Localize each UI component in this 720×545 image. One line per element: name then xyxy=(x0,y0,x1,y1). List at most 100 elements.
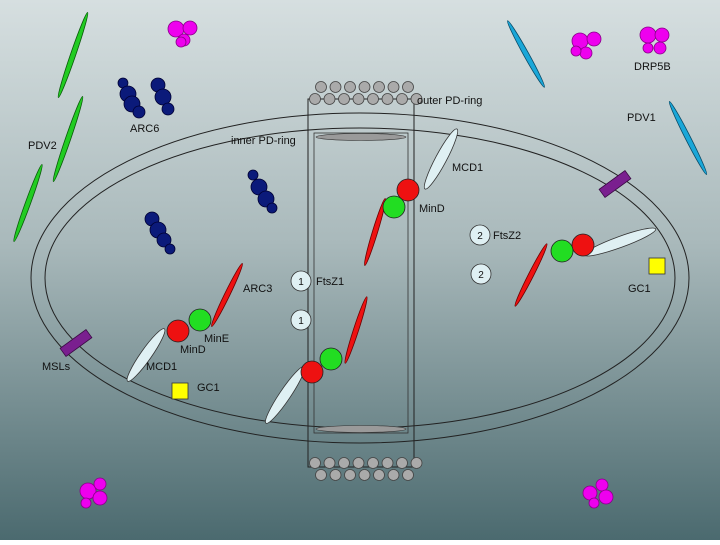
ftsz-filament-bottom xyxy=(344,296,368,364)
pd-ring-bead xyxy=(344,81,356,93)
division-site-column xyxy=(307,81,423,481)
pd-ring-bead xyxy=(323,457,336,469)
mind-red-right xyxy=(571,233,595,257)
pd-ring-bead xyxy=(309,457,321,469)
mind-green-bottom xyxy=(319,347,343,371)
ftsz-markers xyxy=(290,224,492,331)
label-gc1-right: GC1 xyxy=(628,283,651,295)
inner-pd-ring-bottom xyxy=(315,425,407,433)
pd-ring-bead xyxy=(402,469,414,481)
mcd1-left xyxy=(126,328,166,382)
pd-ring-bead xyxy=(373,81,385,93)
marker-number: 2 xyxy=(478,270,484,281)
pd-ring-bead xyxy=(396,93,408,105)
drp5b-cluster-top-right xyxy=(639,26,670,55)
drp5b-cluster-top-mid xyxy=(570,31,602,60)
pd-ring-bead xyxy=(410,93,423,105)
inner-pd-ring-top xyxy=(315,133,407,141)
pd-ring-bead xyxy=(387,469,400,481)
ftsz2-marker-b xyxy=(470,263,492,285)
pd-ring-bead xyxy=(323,93,336,105)
pd-ring-bead xyxy=(315,81,327,93)
arc6-cluster-center xyxy=(247,169,278,214)
label-mind-left: MinD xyxy=(180,344,206,356)
arc6-cluster-right xyxy=(150,77,175,116)
label-drp5b: DRP5B xyxy=(634,61,671,73)
pd-ring-bead xyxy=(338,457,350,469)
ftsz-filament-top xyxy=(364,198,386,266)
label-ftsz2: FtsZ2 xyxy=(493,230,521,242)
arc6-cluster-lower xyxy=(144,211,176,255)
pdv2-rod-3 xyxy=(13,164,43,242)
label-outer-pd-ring: outer PD-ring xyxy=(417,95,482,107)
label-gc1-left: GC1 xyxy=(197,382,220,394)
pdv1-rod-2 xyxy=(668,101,708,175)
mind-red-left xyxy=(166,319,190,343)
mind-red-top xyxy=(396,178,420,202)
mind-red-bottom xyxy=(300,360,324,384)
pd-ring-bead xyxy=(381,93,394,105)
pdv2-rods xyxy=(13,12,89,242)
marker-number: 1 xyxy=(298,277,304,288)
mcd1-elements xyxy=(126,128,657,424)
mind-green-top xyxy=(382,195,406,219)
pd-ring-bead xyxy=(358,469,371,481)
pd-ring-bead xyxy=(329,81,342,93)
mind-green-right xyxy=(550,239,574,263)
ftsz-filament-arc3 xyxy=(211,263,243,327)
pd-ring-bead xyxy=(410,457,423,469)
pd-ring-bead xyxy=(352,93,365,105)
pdv2-rod-1 xyxy=(57,12,89,98)
label-mcd1-top: MCD1 xyxy=(452,162,483,174)
marker-number: 2 xyxy=(477,231,483,242)
pd-ring-bead xyxy=(373,469,385,481)
label-ftsz1: FtsZ1 xyxy=(316,276,344,288)
arc6-clusters xyxy=(117,77,278,255)
ftsz2-marker-a xyxy=(469,224,491,246)
pd-ring-bead xyxy=(396,457,408,469)
gc1-squares xyxy=(171,257,666,400)
pd-ring-bead xyxy=(352,457,365,469)
outer-pd-ring-top xyxy=(309,81,423,105)
pd-ring-bead xyxy=(402,81,414,93)
ftsz1-marker-a xyxy=(290,270,312,292)
outer-envelope xyxy=(30,112,690,444)
outer-pd-ring-bottom xyxy=(309,457,423,481)
pd-ring-bead xyxy=(358,81,371,93)
ftsz1-marker-b xyxy=(290,309,312,331)
label-mcd1-left: MCD1 xyxy=(146,361,177,373)
msl-channel-left xyxy=(59,328,93,358)
gc1-square-left xyxy=(171,382,189,400)
msl-channel-right xyxy=(598,169,632,199)
pd-ring-bead xyxy=(381,457,394,469)
label-msls: MSLs xyxy=(42,361,71,373)
pd-ring-bead xyxy=(344,469,356,481)
marker-number: 1 xyxy=(298,316,304,327)
pd-ring-bead xyxy=(387,81,400,93)
pd-ring-bead xyxy=(338,93,350,105)
pd-ring-bead xyxy=(329,469,342,481)
label-mine: MinE xyxy=(204,333,229,345)
pd-ring-bead xyxy=(367,457,379,469)
min-proteins xyxy=(166,178,595,384)
mcd1-top xyxy=(423,128,459,190)
pdv1-rod-1 xyxy=(507,20,545,88)
pd-ring-bead xyxy=(315,469,327,481)
label-pdv2: PDV2 xyxy=(28,140,57,152)
label-inner-pd-ring: inner PD-ring xyxy=(231,135,296,147)
gc1-square-right xyxy=(648,257,666,275)
label-mind-top: MinD xyxy=(419,203,445,215)
pdv2-rod-2 xyxy=(52,96,84,182)
drp5b-cluster-bottom-right xyxy=(582,478,614,509)
msl-channels xyxy=(59,169,632,358)
mine-green-left xyxy=(188,308,212,332)
arc6-cluster-left xyxy=(117,77,146,119)
ftsz-filaments xyxy=(211,198,548,364)
pd-ring-bead xyxy=(309,93,321,105)
drp5b-cluster-top-left xyxy=(167,20,198,48)
ftsz-filament-right xyxy=(514,243,548,307)
label-arc3: ARC3 xyxy=(243,283,272,295)
drp5b-cluster-bottom-left xyxy=(79,477,108,509)
